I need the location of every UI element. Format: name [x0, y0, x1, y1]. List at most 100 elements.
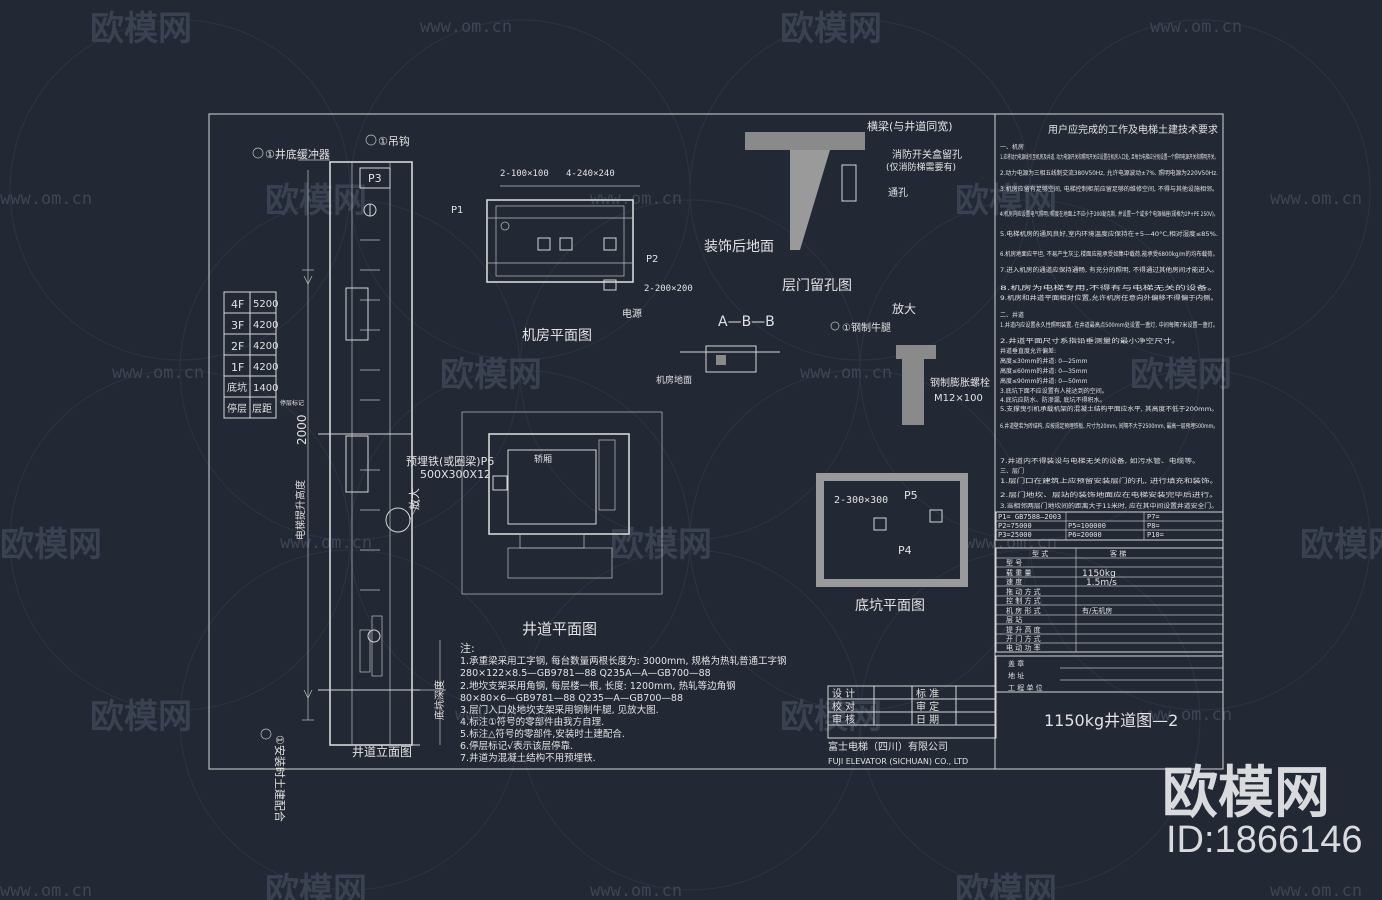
- notes: 注: 1.承重梁采用工字钢, 每台数量两根长度为: 3000mm, 规格为热轧普…: [460, 641, 787, 764]
- force-cell: P7=: [1147, 513, 1160, 521]
- spec-key: 电 动 功 率: [1006, 643, 1041, 652]
- tb-date: 日 期: [916, 714, 939, 726]
- req-item: 7.井道内不得装设与电梯无关的设备, 如污水管、电缆等。: [1000, 457, 1200, 465]
- force-cell: P6=20000: [1068, 531, 1102, 539]
- label-car: 轿厢: [534, 453, 552, 465]
- drawing-name: 1150kg井道图—2: [1044, 711, 1178, 730]
- watermark-url: www.om.cn: [590, 189, 682, 209]
- floor-name: 3F: [231, 319, 244, 332]
- req-item: 4.机房内应设置电气照明, 照度在地面上不应小于200勒克斯, 并设置一个或多个…: [1000, 210, 1218, 218]
- drawing-frame: [208, 113, 1224, 770]
- force-cell: P3=25000: [998, 531, 1032, 539]
- force-cell: P1= GB7588—2003: [998, 513, 1061, 521]
- label-enlarge-detail: 放大: [892, 301, 916, 316]
- floor-dist: 4200: [253, 341, 278, 352]
- req-item: 1.井道内应设置永久性照明装置, 在井道最高点500mm处设置一盏灯, 中间每隔…: [1000, 321, 1218, 329]
- spec-header-val: 客 梯: [1110, 549, 1126, 558]
- spec-val: 1150kg: [1082, 569, 1116, 579]
- tb-check: 校 对: [832, 700, 855, 713]
- label-p1: P1: [451, 205, 463, 216]
- floor-table: 4F 5200 3F 4200 2F 4200 1F 4200 底坑 1400 …: [223, 291, 304, 419]
- req-item: 3.机房应留有足够空间, 电梯控制柜前应留足够的维修空间, 不得与其他设施相邻。: [1000, 185, 1218, 193]
- watermark-url: www.om.cn: [420, 17, 512, 37]
- req-item: 2.井道平面尺寸系指铅垂测量的最小净空尺寸。: [1000, 337, 1180, 345]
- label-embedded-iron: 预埋铁(或圈梁)P6: [406, 454, 494, 468]
- req-section: 三、层门: [1000, 467, 1024, 475]
- note-line: 3.层门入口处地坎支架采用钢制牛腿, 见放大图.: [460, 704, 659, 716]
- floor-dist: 4200: [253, 320, 278, 331]
- door-hole-section: 横梁(与井道同宽) 消防开关盒留孔 (仅消防梯需要有) 通孔 装饰后地面 层门留…: [704, 119, 962, 294]
- req-item: 6.机房地面应平坦, 不易产生灰尘,楼面应能承受如集中载荷,能承受6800kg/…: [1000, 250, 1218, 258]
- label-through-hole: 通孔: [888, 187, 908, 199]
- floor-name: 2F: [231, 340, 244, 353]
- floor-name: 1F: [231, 361, 244, 374]
- watermark-logo: 欧模网: [610, 525, 712, 565]
- label-bolt-size: M12×100: [934, 393, 983, 404]
- watermark-pattern: [9, 19, 1371, 891]
- tb-design: 设 计: [832, 687, 855, 700]
- tb-review: 审 核: [832, 713, 855, 726]
- title-section-ab: A—B—B: [718, 314, 775, 330]
- sign-key: 地 址: [1008, 671, 1024, 680]
- floor-note: 停层标记: [280, 399, 304, 407]
- floor-name: 4F: [231, 298, 244, 311]
- watermark-logo: 欧模网: [780, 9, 882, 49]
- req-item: 高度≤60mm的井道: 0—35mm: [1000, 367, 1088, 375]
- label-floor-finish: 装饰后地面: [704, 239, 774, 255]
- machine-room-plan: 2-100×100 4-240×240 P1 P2 2-200×200 电源 机…: [451, 169, 693, 344]
- callout-hook: ①吊钩: [378, 134, 410, 148]
- title-shaft-plan: 井道平面图: [522, 620, 597, 638]
- label-bolt: 钢制膨胀螺栓: [930, 376, 990, 389]
- spec-val: 1.5m/s: [1086, 578, 1117, 588]
- shaft-plan: 轿厢 井道平面图: [461, 411, 663, 638]
- section-ab: A—B—B 机房地面: [656, 314, 780, 386]
- watermark-logo: 欧模网: [955, 871, 1057, 900]
- label-lift-height: 电梯提升高度: [294, 480, 307, 540]
- floor-dist: 层距: [252, 403, 272, 415]
- shaft-elevation: P3 放大 ①井底缓冲器 ①吊钩 预埋铁(或圈梁)P6: [252, 134, 494, 822]
- req-item: 4.底坑应防水、防渗漏, 底坑不得积水。: [1000, 396, 1106, 404]
- req-item: 9.机房和井道平面相对位置,允许机房任意向外偏移不得偏于内侧。: [1000, 294, 1218, 302]
- sign-key: 盖 章: [1008, 659, 1024, 668]
- watermark-url: www.om.cn: [1140, 705, 1232, 725]
- req-item: 井道垂直度允许偏差:: [1000, 347, 1056, 355]
- watermark-url: www.om.cn: [1150, 17, 1242, 37]
- watermark-logo: 欧模网: [90, 697, 192, 737]
- label-p3: P3: [368, 172, 382, 185]
- label-p2: P2: [646, 254, 658, 265]
- req-item: 6.井道壁若为砖结构, 应按规定预埋铁板, 尺寸为20mm, 间隔不大于2500…: [1000, 422, 1218, 430]
- floor-name: 停层: [227, 402, 247, 415]
- company-cn: 富士电梯（四川）有限公司: [828, 740, 948, 753]
- sign-key: 工 程 单 位: [1008, 683, 1043, 692]
- force-cell: P10=: [1147, 531, 1164, 539]
- watermark-url: www.om.cn: [280, 533, 372, 553]
- watermark-logo: 欧模网: [955, 181, 1057, 221]
- watermark-url: www.om.cn: [455, 705, 547, 725]
- watermark-url: www.om.cn: [590, 881, 682, 900]
- req-item: 8.机房为电梯专用,不得有与电梯无关的设备。: [1000, 284, 1218, 292]
- spec-key: 层 站: [1006, 615, 1022, 624]
- spec-key: 拖 动 方 式: [1006, 587, 1041, 596]
- req-item: 2.层门地坎、层站的装饰地面应在电梯安装完毕后进行。: [1000, 491, 1218, 499]
- req-item: 高度≤90mm的井道: 0—50mm: [1000, 377, 1088, 385]
- brand-id: ID:1866146: [1166, 819, 1363, 861]
- note-line: 2.地坎支架采用角钢, 每层楼一根, 长度: 1200mm, 热轧等边角钢: [460, 680, 736, 692]
- title-machine-room: 机房平面图: [522, 328, 592, 344]
- tb-standard: 标 准: [916, 688, 939, 700]
- note-line: 280×122×8.5—GB9781—88 Q235A—A—GB700—88: [460, 668, 711, 679]
- dim-top2: 4-240×240: [566, 169, 615, 179]
- watermark-logo: 欧模网: [1130, 355, 1232, 395]
- watermark-url: www.om.cn: [112, 363, 204, 383]
- requirements-panel: 用户应完成的工作及电梯土建技术要求 一、机房 1.应将动力电源线引至机房及井道,…: [995, 123, 1224, 693]
- label-room-floor: 机房地面: [656, 374, 692, 386]
- spec-val: 有/无机房: [1082, 606, 1112, 615]
- spec-key: 开 门 方 式: [1006, 634, 1041, 643]
- label-switch-box: 消防开关盒留孔: [892, 148, 962, 161]
- spec-key: 提 升 高 度: [1006, 625, 1041, 634]
- req-item: 高度≤30mm的井道: 0—25mm: [1000, 357, 1088, 365]
- req-item: 5.支撑曳引机承载机架的混凝土结构平面应水平, 其高度不低于200mm。: [1000, 405, 1218, 413]
- req-section: 一、机房: [1000, 143, 1024, 151]
- force-cell: P2=75000: [998, 522, 1032, 530]
- req-item: 2.动力电源为三相五线制交流380V50Hz, 允许电源波动±7%. 照明电源为…: [1000, 169, 1218, 177]
